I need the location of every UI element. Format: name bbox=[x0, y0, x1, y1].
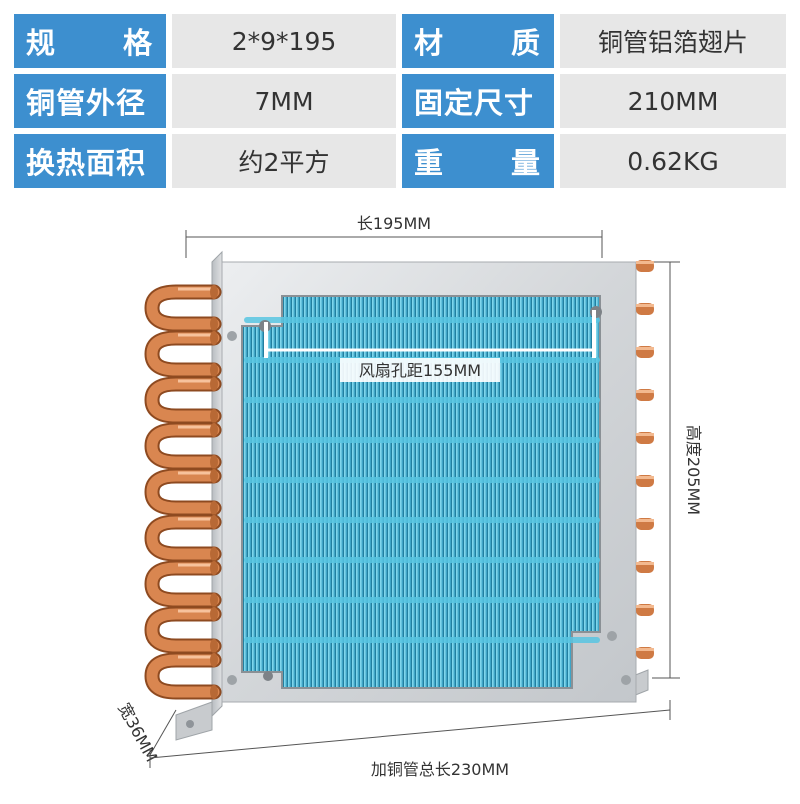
total-length-dimension: 加铜管总长230MM bbox=[149, 700, 671, 779]
spec-row: 换热面积 约2平方 重量 0.62KG bbox=[14, 134, 786, 188]
total-length-label: 加铜管总长230MM bbox=[371, 760, 509, 779]
spec-row: 规格 2*9*195 材质 铜管铝箔翅片 bbox=[14, 14, 786, 68]
copper-stub bbox=[636, 389, 654, 401]
spec-label-cell: 换热面积 bbox=[14, 134, 166, 188]
spec-label-cell: 重量 bbox=[402, 134, 554, 188]
mounting-foot bbox=[175, 701, 213, 741]
spec-value-cell: 0.62KG bbox=[560, 134, 786, 188]
label-char: 量 bbox=[510, 146, 540, 180]
tube-row bbox=[244, 477, 600, 483]
length-dimension: 长195MM bbox=[185, 214, 603, 258]
width-label: 宽36MM bbox=[114, 700, 161, 765]
copper-stub bbox=[636, 475, 654, 487]
left-copper-bends bbox=[144, 284, 222, 700]
tube-row bbox=[244, 397, 600, 403]
label-char: 格 bbox=[122, 26, 152, 60]
spec-value-cell: 2*9*195 bbox=[172, 14, 396, 68]
right-copper-stubs bbox=[636, 260, 654, 659]
label-char: 材 bbox=[414, 26, 444, 60]
copper-u-bend bbox=[144, 330, 222, 378]
copper-u-bend bbox=[144, 284, 222, 332]
tube-rows bbox=[244, 317, 600, 643]
spec-label-cell: 材质 bbox=[402, 14, 554, 68]
tube-row bbox=[244, 557, 600, 563]
tube-row bbox=[244, 517, 600, 523]
aluminum-fins bbox=[241, 295, 601, 689]
width-dimension: 宽36MM bbox=[114, 700, 177, 765]
spec-value-cell: 7MM bbox=[172, 74, 396, 128]
copper-u-bend bbox=[144, 606, 222, 654]
tube-row bbox=[244, 597, 600, 603]
spec-label-cell: 固定尺寸 bbox=[402, 74, 554, 128]
height-label: 高度205MM bbox=[684, 425, 703, 515]
spec-value-cell: 铜管铝箔翅片 bbox=[560, 14, 786, 68]
height-dimension: 高度205MM bbox=[652, 261, 703, 679]
copper-u-bend bbox=[144, 514, 222, 562]
spec-label-cell: 铜管外径 bbox=[14, 74, 166, 128]
copper-stub bbox=[636, 303, 654, 315]
copper-stub bbox=[636, 518, 654, 530]
label-char: 重 bbox=[414, 146, 444, 180]
spec-row: 铜管外径 7MM 固定尺寸 210MM bbox=[14, 74, 786, 128]
copper-stub bbox=[636, 260, 654, 272]
tube-row bbox=[244, 437, 600, 443]
copper-stub bbox=[636, 561, 654, 573]
copper-u-bend bbox=[144, 468, 222, 516]
tube-row bbox=[244, 317, 600, 323]
copper-u-bend bbox=[144, 422, 222, 470]
spec-value-cell: 210MM bbox=[560, 74, 786, 128]
copper-u-bend bbox=[144, 560, 222, 608]
fan-hole-dimension: 风扇孔距155MM bbox=[264, 310, 596, 382]
label-char: 质 bbox=[510, 26, 540, 60]
condenser-illustration: 长195MM 高度205MM 宽36MM 加铜管总长230MM bbox=[114, 214, 703, 779]
label-char: 规 bbox=[26, 26, 56, 60]
copper-u-bend bbox=[144, 376, 222, 424]
spec-table: 规格 2*9*195 材质 铜管铝箔翅片 铜管外径 7MM 固定尺寸 210MM… bbox=[14, 14, 786, 188]
fan-hole-label: 风扇孔距155MM bbox=[359, 361, 481, 380]
product-area: 长195MM 高度205MM 宽36MM 加铜管总长230MM bbox=[0, 200, 800, 800]
copper-stub bbox=[636, 647, 654, 659]
copper-stub bbox=[636, 346, 654, 358]
copper-stub bbox=[636, 604, 654, 616]
copper-u-bend bbox=[144, 652, 222, 700]
length-label: 长195MM bbox=[357, 214, 431, 233]
tube-row bbox=[244, 637, 600, 643]
spec-value-cell: 约2平方 bbox=[172, 134, 396, 188]
spec-label-cell: 规格 bbox=[14, 14, 166, 68]
copper-stub bbox=[636, 432, 654, 444]
